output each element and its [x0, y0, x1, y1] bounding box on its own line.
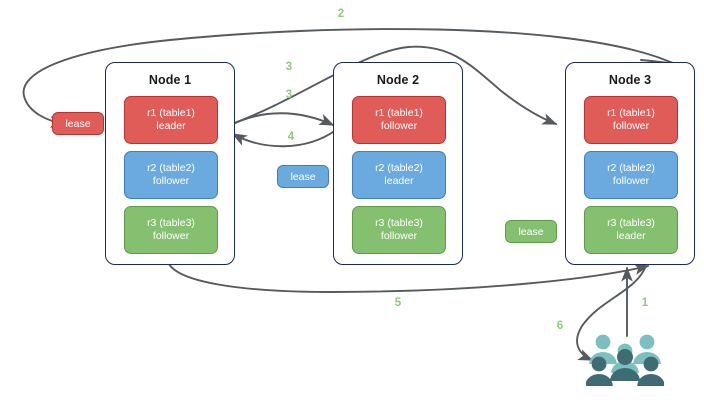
replica-name: r1 (table1)	[375, 107, 423, 119]
replica-role: follower	[152, 175, 190, 187]
replica-role: leader	[384, 175, 414, 187]
replica-node2-r3: r3 (table3) follower	[352, 206, 446, 254]
lease-badge-node1: lease	[52, 112, 104, 135]
replica-node2-r2: r2 (table2) leader	[352, 151, 446, 199]
node-title: Node 1	[148, 73, 192, 87]
lease-badge-node2: lease	[277, 165, 329, 188]
replica-node1-r2: r2 (table2) follower	[124, 151, 218, 199]
replica-node1-r3: r3 (table3) follower	[124, 206, 218, 254]
clients-group	[585, 334, 665, 386]
replica-node3-r2: r2 (table2) follower	[584, 151, 678, 199]
replica-name: r3 (table3)	[607, 217, 655, 229]
replica-node2-r1: r1 (table1) follower	[352, 96, 446, 144]
edge-3-node1-to-node2	[226, 112, 335, 128]
replica-node3-r3: r3 (table3) leader	[584, 206, 678, 254]
replica-role: follower	[612, 120, 650, 132]
step-label-4: 4	[287, 131, 295, 143]
step-label-1: 1	[641, 297, 649, 309]
replica-name: r2 (table2)	[147, 162, 195, 174]
replica-name: r1 (table1)	[607, 107, 655, 119]
replica-name: r2 (table2)	[607, 162, 655, 174]
lease-label: lease	[65, 117, 91, 130]
replica-role: leader	[156, 120, 186, 132]
edge-5-node1-to-node3	[167, 261, 650, 293]
replica-role: follower	[380, 230, 418, 242]
people-icon	[585, 334, 665, 386]
replica-role: follower	[612, 175, 650, 187]
node-box-node-2: Node 2 r1 (table1) follower r2 (table2) …	[333, 62, 463, 265]
node-title: Node 2	[376, 73, 420, 87]
replica-role: leader	[616, 230, 646, 242]
node-box-node-3: Node 3 r1 (table1) follower r2 (table2) …	[565, 62, 695, 265]
node-box-node-1: Node 1 r1 (table1) leader r2 (table2) fo…	[105, 62, 235, 265]
replica-role: follower	[380, 120, 418, 132]
step-label-3-lower: 3	[285, 89, 293, 101]
replica-name: r3 (table3)	[375, 217, 423, 229]
replica-name: r2 (table2)	[375, 162, 423, 174]
lease-badge-node3: lease	[505, 220, 557, 243]
replica-node1-r1: r1 (table1) leader	[124, 96, 218, 144]
lease-label: lease	[290, 170, 316, 183]
step-label-2: 2	[337, 8, 345, 20]
step-label-5: 5	[394, 297, 402, 309]
step-label-6: 6	[556, 320, 564, 332]
lease-label: lease	[518, 225, 544, 238]
replica-name: r3 (table3)	[147, 217, 195, 229]
step-label-3-upper: 3	[285, 61, 293, 73]
replica-node3-r1: r1 (table1) follower	[584, 96, 678, 144]
replica-name: r1 (table1)	[147, 107, 195, 119]
replica-role: follower	[152, 230, 190, 242]
node-title: Node 3	[608, 73, 652, 87]
